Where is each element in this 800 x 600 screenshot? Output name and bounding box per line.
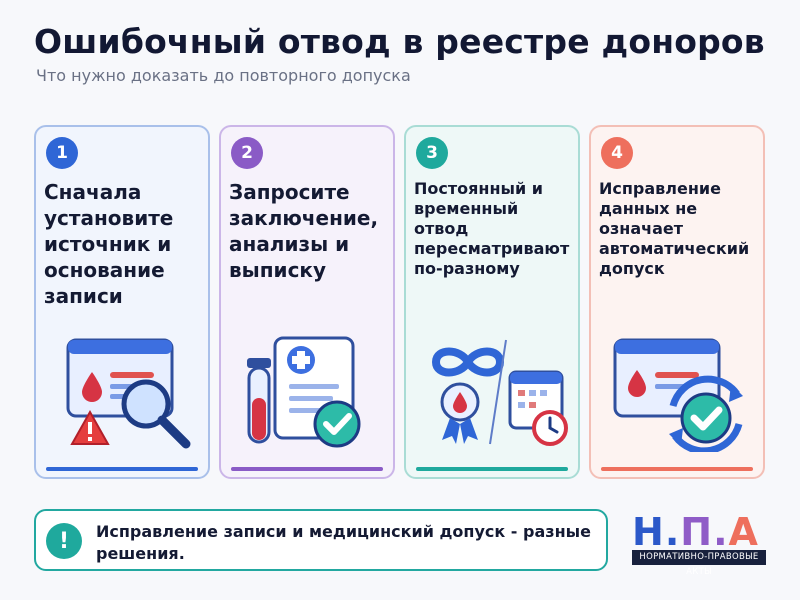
step-accent-bar <box>46 467 198 471</box>
step-accent-bar <box>416 467 568 471</box>
step-text: Исправление данных не означает автоматич… <box>599 179 750 278</box>
logo-letters: Н.П.А <box>632 510 759 554</box>
refresh-check-icon <box>613 338 743 452</box>
step-card-2: 2 Запросите заключение, анализы и выписк… <box>219 125 395 479</box>
step-text: Сначала установите источник и основание … <box>44 180 174 308</box>
step-card-4: 4 Исправление данных не означает автомат… <box>589 125 765 479</box>
key-note-box: ! Исправление записи и медицинский допус… <box>34 509 608 571</box>
npa-logo: Н.П.А НОРМАТИВНО-ПРАВОВЫЕ АКТЫ <box>632 510 772 577</box>
step-number-badge: 4 <box>601 137 633 169</box>
key-note-text: Исправление записи и медицинский допуск … <box>96 522 591 563</box>
step-text: Запросите заключение, анализы и выписку <box>229 180 379 282</box>
blood-tube-document-icon <box>247 336 361 448</box>
step-accent-bar <box>231 467 383 471</box>
step-card-3: 3 Постоянный и временный отвод пересматр… <box>404 125 580 479</box>
step-number-badge: 3 <box>416 137 448 169</box>
infinity-calendar-icon <box>431 339 568 446</box>
page-subtitle: Что нужно доказать до повторного допуска <box>36 66 411 85</box>
page-title: Ошибочный отвод в реестре доноров <box>34 22 765 61</box>
step-accent-bar <box>601 467 753 471</box>
exclamation-icon: ! <box>46 523 82 559</box>
step-number-badge: 1 <box>46 137 78 169</box>
step-number-badge: 2 <box>231 137 263 169</box>
step-text: Постоянный и временный отвод пересматрив… <box>414 179 570 278</box>
magnifier-record-icon <box>66 338 191 449</box>
logo-band-text: НОРМАТИВНО-ПРАВОВЫЕ АКТЫ <box>632 550 766 577</box>
step-card-1: 1 Сначала установите источник и основани… <box>34 125 210 479</box>
